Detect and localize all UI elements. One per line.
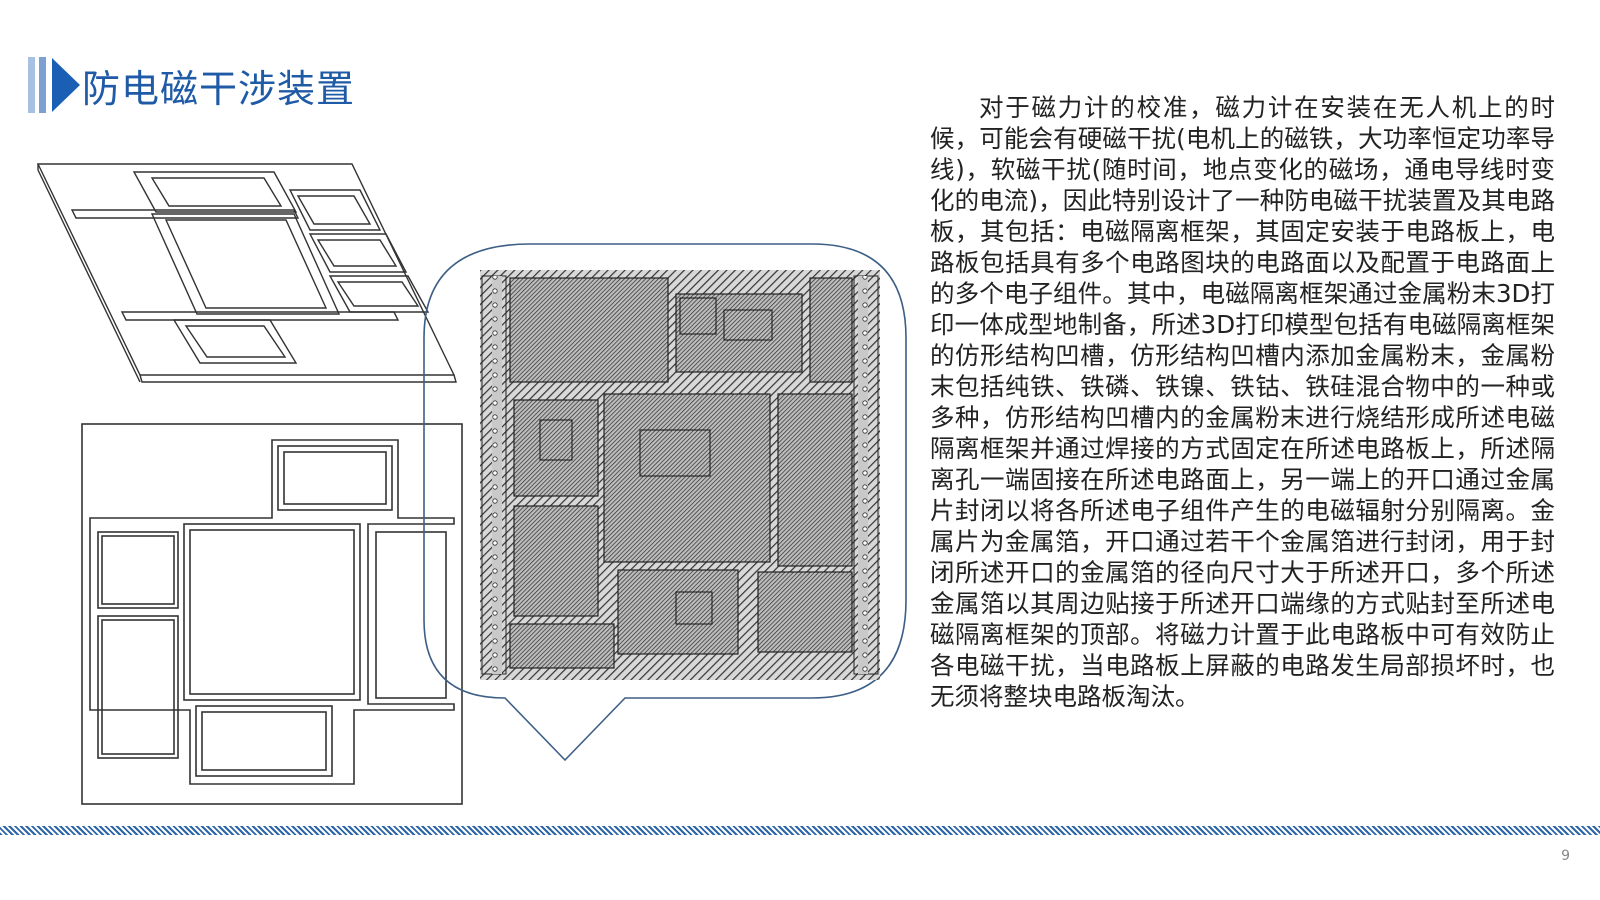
pcb-block <box>809 277 853 383</box>
callout-bubble <box>423 243 907 762</box>
pcb-block <box>777 393 853 567</box>
pcb-image <box>480 270 880 680</box>
pcb-block <box>509 277 669 383</box>
body-paragraph: 对于磁力计的校准，磁力计在安装在无人机上的时候，可能会有硬磁干扰(电机上的磁铁，… <box>930 93 1555 711</box>
plan-window-top <box>277 445 393 511</box>
footer-divider <box>0 826 1600 835</box>
iso-window <box>288 189 382 231</box>
iso-rib <box>120 311 400 321</box>
pcb-block <box>757 571 853 653</box>
plan-outline <box>81 423 463 805</box>
title-marker-icon <box>28 56 80 114</box>
isometric-frame-drawing <box>36 163 457 383</box>
slide-title: 防电磁干涉装置 <box>82 66 356 111</box>
plan-window-right <box>375 531 447 699</box>
slide-title-bar: 防电磁干涉装置 <box>28 56 355 114</box>
pcb-block <box>513 505 599 617</box>
iso-window <box>308 233 408 273</box>
page-number: 9 <box>1561 848 1570 864</box>
iso-window <box>328 275 430 313</box>
pcb-block <box>509 623 615 669</box>
pcb-block <box>675 293 803 373</box>
pcb-block <box>617 569 739 655</box>
iso-rib <box>70 209 300 219</box>
plan-frame-outer <box>89 439 455 785</box>
plan-window-left-top <box>97 531 179 609</box>
iso-window <box>150 213 341 315</box>
pcb-block <box>513 399 599 497</box>
plan-window-center <box>183 523 361 701</box>
pcb-block <box>603 393 771 563</box>
plan-window-left-bottom <box>97 615 179 759</box>
plan-view-drawing <box>81 423 463 805</box>
iso-plate-outline <box>36 163 456 376</box>
iso-window <box>132 171 298 213</box>
iso-window <box>172 319 298 364</box>
plan-window-bottom <box>195 705 333 777</box>
